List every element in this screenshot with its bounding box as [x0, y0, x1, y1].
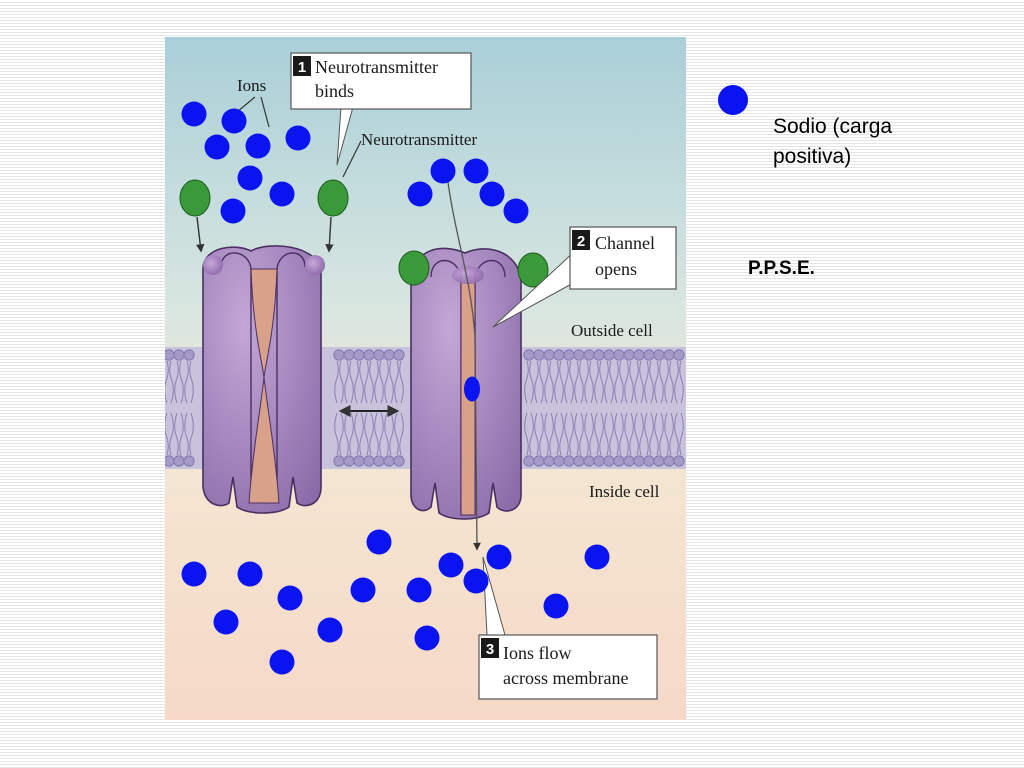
step-1-number: 1 — [298, 59, 306, 76]
step-2-text-line1: Channel — [595, 233, 655, 253]
bound-neurotransmitter — [517, 252, 549, 288]
sodium-ion — [317, 617, 343, 643]
sodium-ion — [463, 158, 489, 184]
sodium-ion — [366, 529, 392, 555]
step-2-callout: 2 Channel opens — [492, 226, 677, 328]
inside-cell-label: Inside cell — [589, 482, 660, 501]
sodium-ion — [204, 134, 230, 160]
step-3-text-line2: across membrane — [503, 668, 628, 688]
sodium-ion — [285, 125, 311, 151]
sodium-ion — [406, 577, 432, 603]
ion-channel-figure: Ions 1 Neurotransmitter binds Neurotrans… — [165, 37, 686, 720]
neurotransmitter-molecule — [179, 179, 211, 217]
sodium-ion — [407, 181, 433, 207]
sodium-ion — [464, 376, 480, 402]
neurotransmitter-arrow-left — [196, 216, 205, 253]
sodium-ion — [277, 585, 303, 611]
neurotransmitter-label: Neurotransmitter — [361, 130, 477, 149]
sodium-ion — [269, 649, 295, 675]
step-1-text-line2: binds — [315, 81, 354, 101]
step-2-text-line2: opens — [595, 259, 637, 279]
step-3-text-line1: Ions flow — [503, 643, 572, 663]
sodium-ion — [237, 561, 263, 587]
sodium-ion — [430, 158, 456, 184]
step-3-callout: 3 Ions flow across membrane — [478, 556, 658, 700]
sodium-ion — [181, 561, 207, 587]
legend-sodium-label: Sodio (carga positiva) — [773, 115, 893, 168]
sodium-ion — [463, 568, 489, 594]
sodium-ion — [237, 165, 263, 191]
legend-sodium-dot — [718, 85, 748, 115]
sodium-ion — [438, 552, 464, 578]
sodium-ion — [350, 577, 376, 603]
sodium-ion — [213, 609, 239, 635]
sodium-ion — [221, 108, 247, 134]
sodium-ion — [486, 544, 512, 570]
sodium-ion — [414, 625, 440, 651]
sodium-ion — [584, 544, 610, 570]
step-1-callout: 1 Neurotransmitter binds — [290, 52, 472, 166]
neurotransmitter-molecule — [317, 179, 349, 217]
step-1-text-line1: Neurotransmitter — [315, 57, 438, 77]
ppse-annotation: P.P.S.E. — [748, 258, 815, 279]
sodium-ion — [220, 198, 246, 224]
sodium-ion — [269, 181, 295, 207]
closed-channel — [202, 245, 325, 514]
bound-neurotransmitter — [398, 250, 430, 286]
sodium-ion — [543, 593, 569, 619]
neurotransmitter-arrow-right — [325, 216, 334, 253]
outside-cell-label: Outside cell — [571, 321, 653, 340]
sodium-ion — [245, 133, 271, 159]
sodium-ion — [479, 181, 505, 207]
sodium-ions — [181, 101, 610, 675]
sodium-ion — [503, 198, 529, 224]
sodium-ion — [181, 101, 207, 127]
step-3-number: 3 — [486, 641, 494, 658]
ion-flow-arrow — [446, 174, 481, 551]
step-2-number: 2 — [577, 233, 585, 250]
ions-label: Ions — [237, 76, 266, 95]
